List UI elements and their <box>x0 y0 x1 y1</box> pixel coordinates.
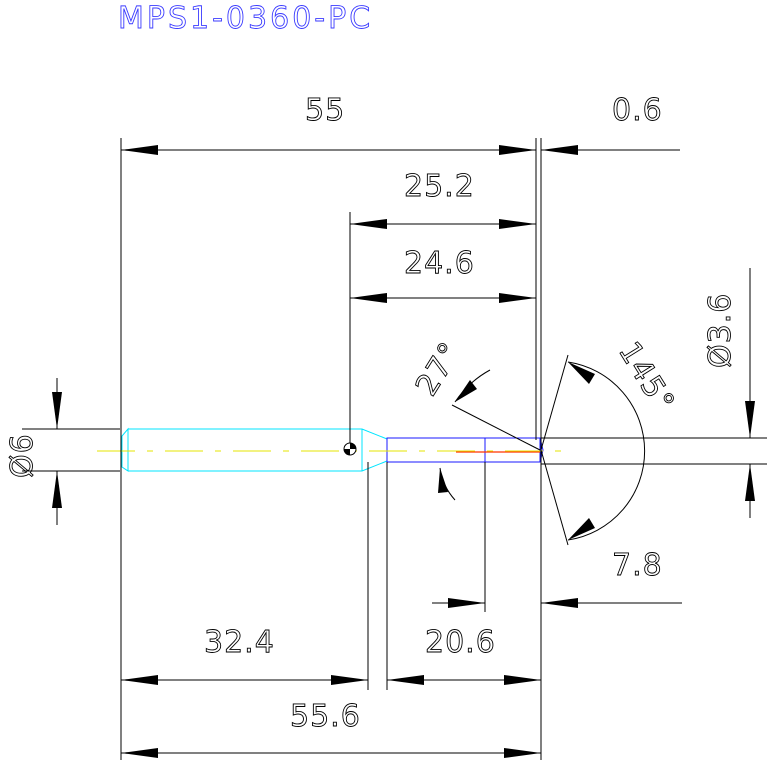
dim-55-6-label: 55.6 <box>290 699 361 734</box>
dimension-tip-diameter: Ø3.6 <box>703 268 755 518</box>
dim-0-6-label: 0.6 <box>612 93 663 128</box>
extension-lines <box>22 138 767 760</box>
dim-24-6-label: 24.6 <box>404 246 475 281</box>
dim-d3-6-label: Ø3.6 <box>703 293 738 368</box>
dim-27-label: 27° <box>409 336 468 402</box>
dim-d6-label: Ø6 <box>5 433 40 478</box>
dimension-body-length: 20.6 <box>387 625 541 685</box>
dimension-shank-length: 32.4 <box>121 625 368 685</box>
dim-20-6-label: 20.6 <box>425 625 496 660</box>
dimension-helix-angle: 27° <box>409 336 541 501</box>
shank-outline <box>121 427 388 472</box>
part-number-title: MPS1-0360-PC <box>118 1 373 36</box>
dim-25-2-label: 25.2 <box>404 169 475 204</box>
dim-145-label: 145° <box>611 336 681 419</box>
point-outline <box>485 437 544 463</box>
dim-55-label: 55 <box>305 93 345 128</box>
dimension-flute-length-2: 24.6 <box>350 246 536 303</box>
dimension-flute-length: 25.2 <box>350 169 536 229</box>
dimension-margin-length: 7.8 <box>432 548 682 608</box>
dimension-tip-offset: 0.6 <box>541 93 680 155</box>
dim-7-8-label: 7.8 <box>612 548 663 583</box>
dimension-overall-length: 55 <box>121 93 536 155</box>
dimension-point-angle: 145° <box>540 335 682 546</box>
tool-geometry <box>97 427 565 472</box>
datum-marker-icon <box>343 442 357 456</box>
dim-32-4-label: 32.4 <box>204 625 275 660</box>
flute-body-outline <box>386 437 541 463</box>
dimension-shank-diameter: Ø6 <box>5 378 62 525</box>
dimension-total-length: 55.6 <box>121 699 541 758</box>
